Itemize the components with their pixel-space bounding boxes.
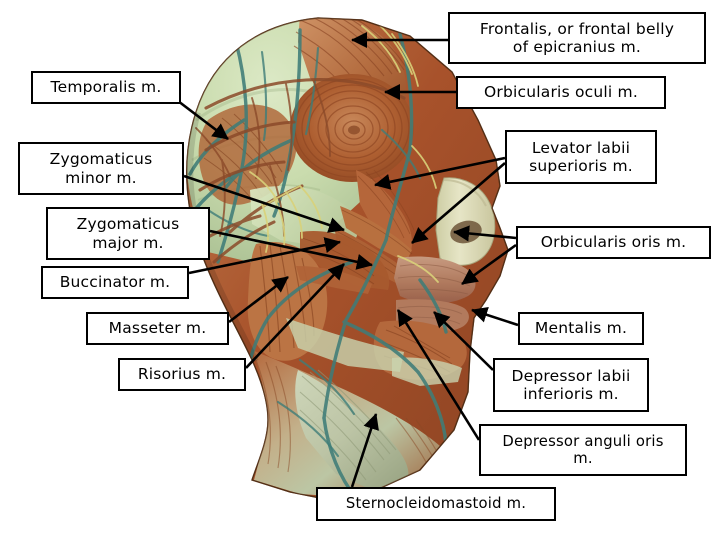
- label-depressor-anguli-oris[interactable]: Depressor anguli oris m.: [479, 424, 687, 476]
- label-buccinator[interactable]: Buccinator m.: [41, 266, 189, 299]
- leader-risorius: [245, 263, 345, 369]
- leader-levator-labii-2: [411, 162, 506, 244]
- label-risorius[interactable]: Risorius m.: [118, 358, 246, 391]
- leader-orbicularis-oris-2: [461, 243, 517, 286]
- label-orbicularis-oculi[interactable]: Orbicularis oculi m.: [456, 76, 666, 109]
- label-sternocleidomastoid[interactable]: Sternocleidomastoid m.: [316, 487, 556, 521]
- leader-levator-labii-1: [374, 156, 506, 190]
- label-frontalis[interactable]: Frontalis, or frontal belly of epicraniu…: [448, 12, 706, 64]
- label-depressor-labii-inferioris[interactable]: Depressor labii inferioris m.: [493, 358, 649, 412]
- label-temporalis[interactable]: Temporalis m.: [31, 71, 181, 104]
- leader-orbicularis-oris-1: [453, 225, 517, 242]
- leader-buccinator: [188, 237, 341, 275]
- posterior-neck-striations: [255, 359, 291, 473]
- label-masseter[interactable]: Masseter m.: [86, 312, 229, 345]
- leader-zygomaticus-major: [209, 229, 373, 270]
- label-mentalis[interactable]: Mentalis m.: [518, 312, 644, 345]
- label-orbicularis-oris[interactable]: Orbicularis oris m.: [516, 226, 711, 259]
- head-model-body: [186, 17, 509, 501]
- leader-zygomaticus-minor: [183, 174, 345, 233]
- label-zygomaticus-minor[interactable]: Zygomaticus minor m.: [18, 142, 184, 195]
- label-zygomaticus-major[interactable]: Zygomaticus major m.: [46, 207, 210, 260]
- label-levator-labii-superioris[interactable]: Levator labii superioris m.: [505, 130, 657, 184]
- leader-depressor-labii: [433, 311, 494, 371]
- leader-masseter: [228, 275, 289, 324]
- leader-sternocleidomastoid: [350, 413, 379, 488]
- leader-temporalis: [177, 99, 229, 141]
- leader-depressor-anguli: [396, 309, 481, 441]
- leader-mentalis: [471, 307, 519, 327]
